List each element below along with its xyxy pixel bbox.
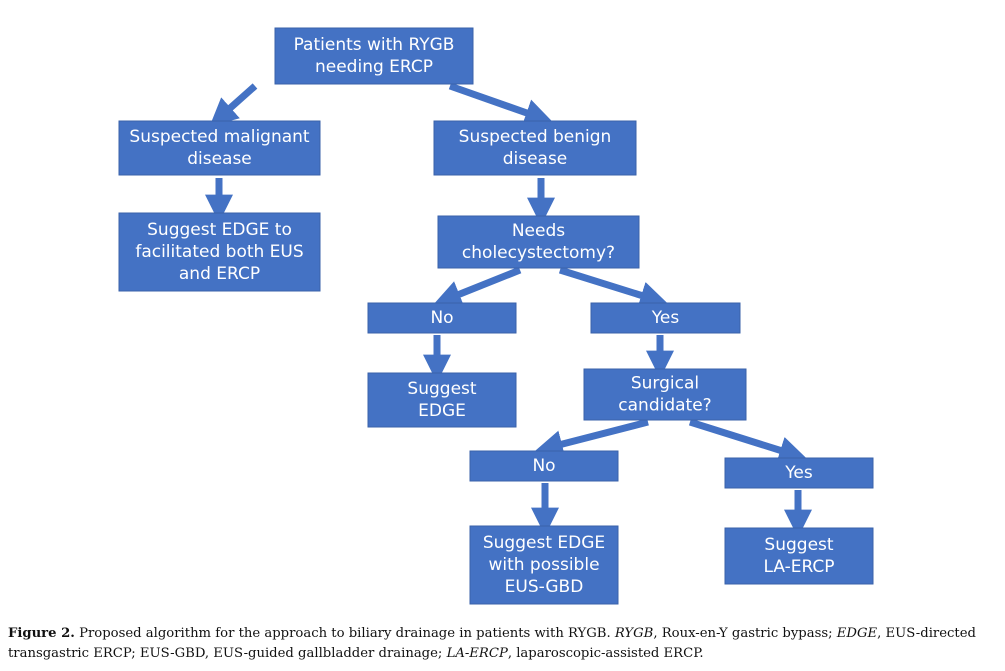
node-box [433,120,637,176]
caption-text-2: , Roux-en-Y gastric bypass; [653,626,837,641]
node-box [724,457,874,489]
node-box [469,525,619,605]
node-label-line: No [430,308,453,328]
connector-arrow-5 [433,266,522,308]
node-box [724,527,874,585]
connector-arrow-6 [558,266,669,309]
caption-text-1: Proposed algorithm for the approach to b… [74,626,615,641]
caption-text-3: , EUS-directed transgastric ERCP; EUS-GB… [8,626,976,661]
node-label-line: EUS-GBD [505,577,584,597]
node-label-line: Yes [784,463,813,483]
node-label-line: EDGE [418,401,466,421]
node-label-line: and ERCP [179,264,260,284]
caption-text-4: , laparoscopic-assisted ERCP. [507,646,704,661]
node-surg-yes: Yes [724,457,874,489]
node-chole-no: No [367,302,517,334]
node-box [274,27,474,85]
node-label-line: Suspected malignant [129,127,310,147]
node-label-line: Patients with RYGB [294,35,455,55]
node-label-line: Yes [651,308,680,328]
caption-abbr-la-ercp: LA-ERCP [446,646,508,661]
connector-arrow-1 [209,83,258,127]
figure-caption: Figure 2. Proposed algorithm for the app… [8,624,993,664]
node-label-line: candidate? [618,396,711,416]
node-label-line: disease [187,149,252,169]
connector-arrow-9 [534,418,649,458]
node-box [367,302,517,334]
connector-arrow-2 [448,82,553,127]
node-label-line: Suggest [764,535,833,555]
node-label-line: Suspected benign [459,127,612,147]
node-box [118,212,321,292]
node-label-line: Suggest [407,379,476,399]
node-label-line: needing ERCP [315,57,433,77]
node-label-line: Suggest EDGE to [147,220,292,240]
connector-arrow-10 [688,418,808,464]
caption-abbr-rygb: RYGB [614,626,654,641]
node-box [118,120,321,176]
node-label-line: cholecystectomy? [462,243,615,263]
node-surg-no: No [469,450,619,482]
node-label-line: facilitated both EUS [135,242,303,262]
node-label-line: disease [503,149,568,169]
node-box [367,372,517,428]
node-label-line: LA-ERCP [763,557,834,577]
caption-abbr-edge: EDGE [836,626,878,641]
node-chole-yes: Yes [590,302,741,334]
node-box [590,302,741,334]
node-label-line: No [532,456,555,476]
node-box [583,368,747,421]
node-box [437,215,640,269]
node-box [469,450,619,482]
caption-label: Figure 2. [8,626,75,641]
node-label-line: Suggest EDGE [483,533,605,553]
node-label-line: Surgical [631,374,699,394]
node-label-line: Needs [512,221,565,241]
node-label-line: with possible [488,555,599,575]
